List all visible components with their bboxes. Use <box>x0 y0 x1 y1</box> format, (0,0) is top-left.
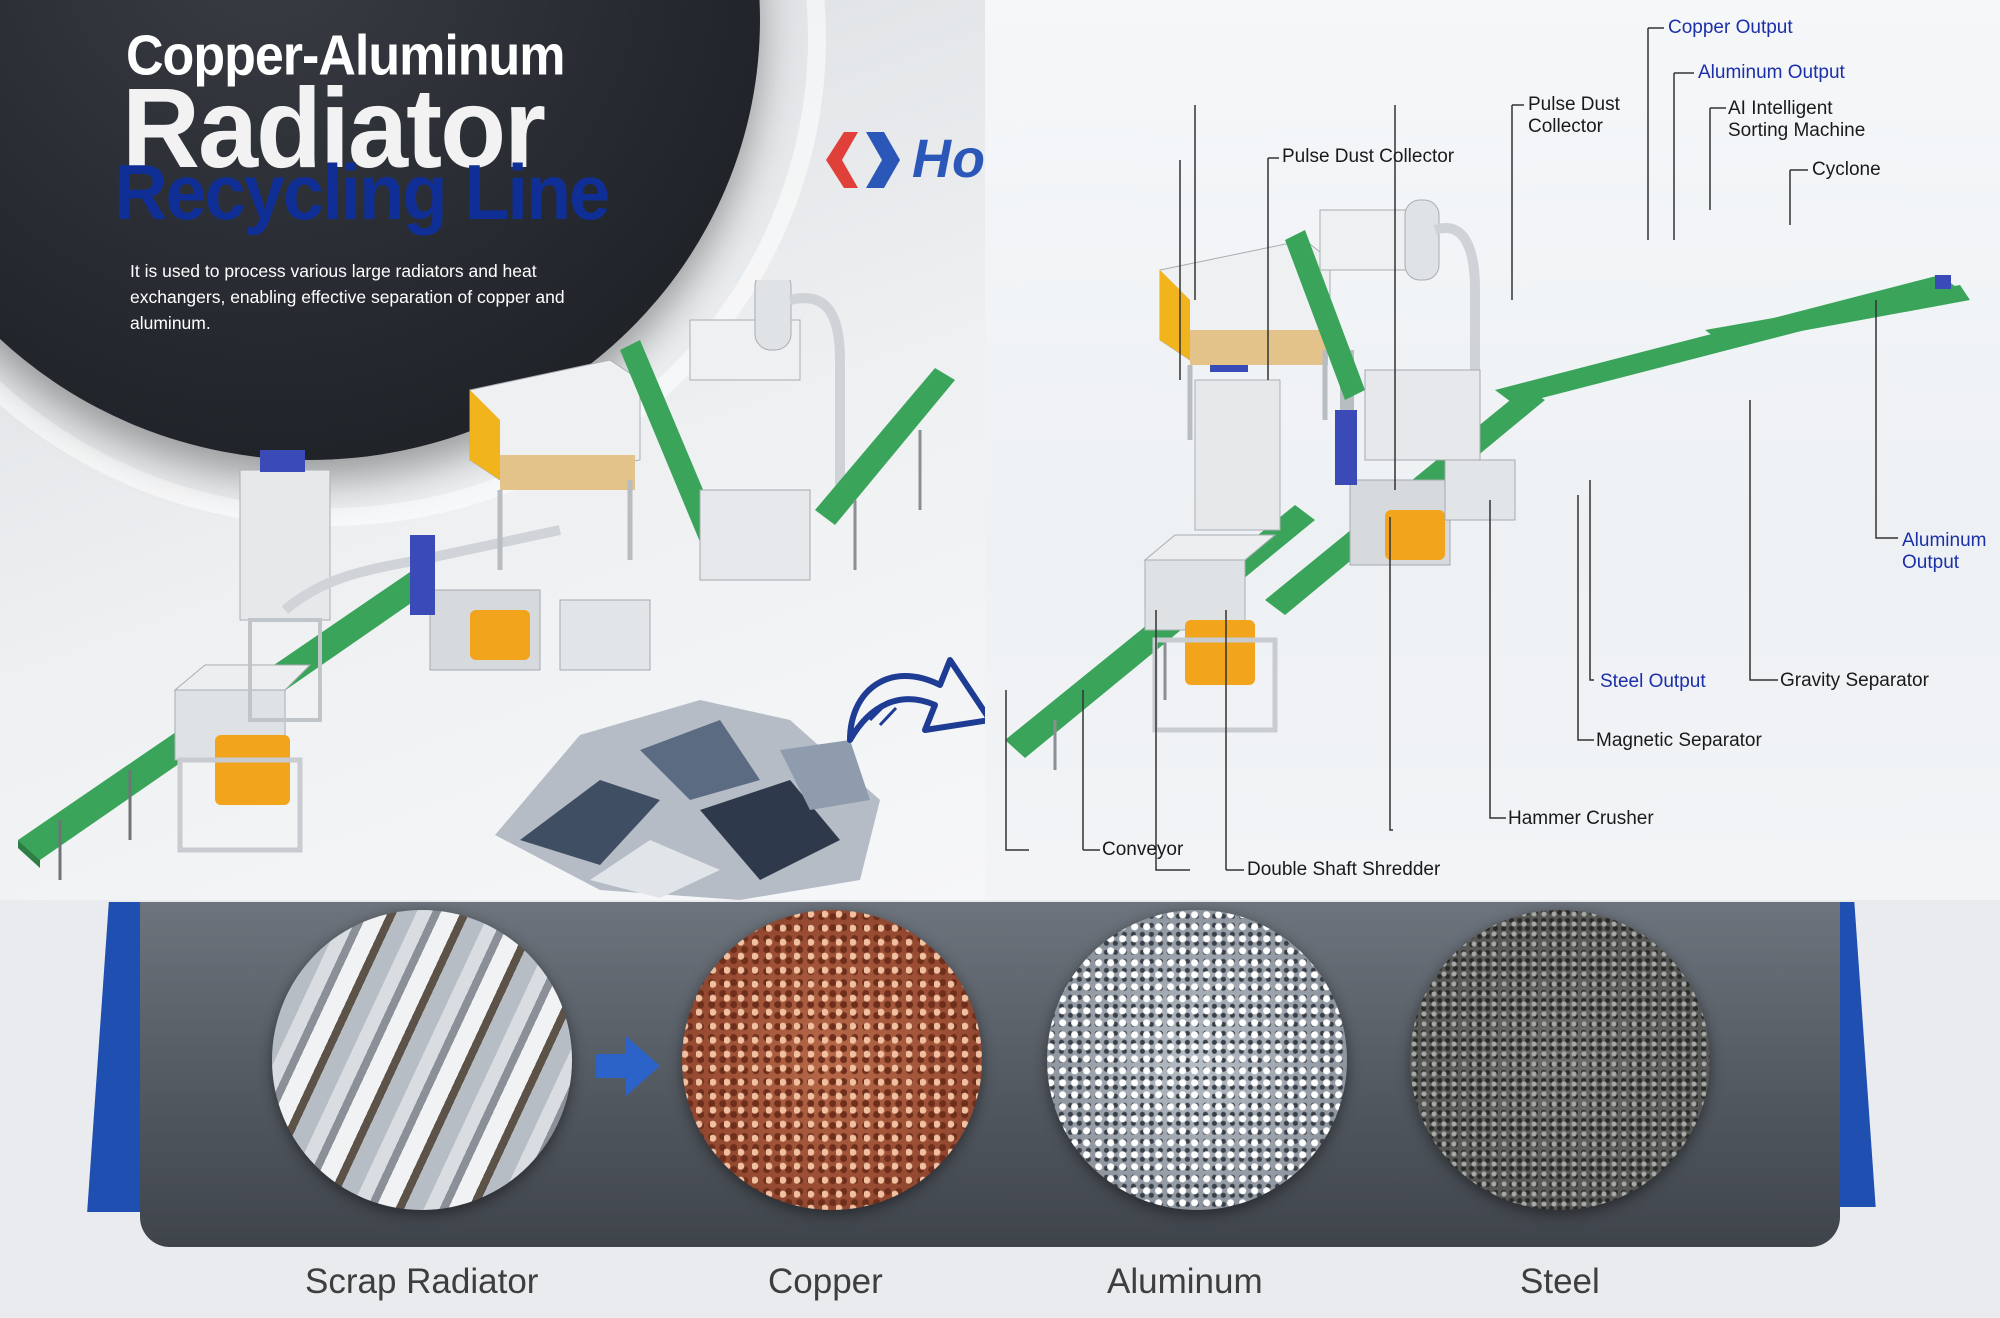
pulse-dust-collector-small <box>239 469 331 621</box>
title-line-2: Radiator <box>122 63 546 191</box>
honest-logo-icon <box>826 132 900 188</box>
label-hammer-crusher: Hammer Crusher <box>1508 808 1654 829</box>
double-shaft-shredder-right <box>1185 620 1255 685</box>
labeled-diagram-panel <box>985 0 2000 900</box>
label-cyclone: Cyclone <box>1812 159 1881 180</box>
double-shaft-shredder <box>215 735 290 805</box>
label-steel-output: Steel Output <box>1600 671 1706 692</box>
title-line-3: Recycling Line <box>114 148 610 237</box>
label-gravity-separator: Gravity Separator <box>1780 670 1929 691</box>
material-label-aluminum: Aluminum <box>1107 1262 1263 1301</box>
label-magnetic-separator: Magnetic Separator <box>1596 730 1762 751</box>
cyclone <box>754 280 792 351</box>
label-leader-lines <box>1082 27 1898 871</box>
recycling-line-illustration-left <box>18 280 955 900</box>
scrap-radiator-image <box>272 910 572 1210</box>
material-label-copper: Copper <box>768 1262 883 1301</box>
magnetic-separator <box>559 599 651 671</box>
label-aluminum-output-top: Aluminum Output <box>1698 62 1845 83</box>
label-copper-output: Copper Output <box>1668 17 1793 38</box>
curved-arrow-icon <box>847 657 985 743</box>
steel-image <box>1410 910 1710 1210</box>
label-ai-sorting-machine: AI Intelligent Sorting Machine <box>1728 98 1866 141</box>
title-line-1: Copper-Aluminum <box>126 24 566 88</box>
material-label-scrap-radiator: Scrap Radiator <box>305 1262 539 1301</box>
output-conveyor <box>815 368 955 525</box>
scrap-pile <box>495 700 880 900</box>
gravity-separator <box>699 489 811 581</box>
label-conveyor: Conveyor <box>1102 839 1184 860</box>
material-label-steel: Steel <box>1520 1262 1600 1301</box>
ai-sorting-machine <box>689 319 801 381</box>
overview-panel: Copper-Aluminum Radiator Recycling Line … <box>0 0 985 900</box>
label-pulse-dust-collector: Pulse Dust Collector <box>1282 146 1455 167</box>
arrow-right-icon <box>596 1036 660 1096</box>
label-double-shaft-shredder: Double Shaft Shredder <box>1247 859 1441 880</box>
copper-image <box>682 910 982 1210</box>
aluminum-image <box>1047 910 1347 1210</box>
inclined-conveyor <box>620 340 720 542</box>
recycling-line-illustration-right <box>1005 105 1970 871</box>
description-text: It is used to process various large radi… <box>130 261 565 333</box>
label-pulse-dust-collector-small: Pulse Dust Collector <box>1528 94 1620 137</box>
label-aluminum-output-right: Aluminum Output <box>1902 530 1987 573</box>
